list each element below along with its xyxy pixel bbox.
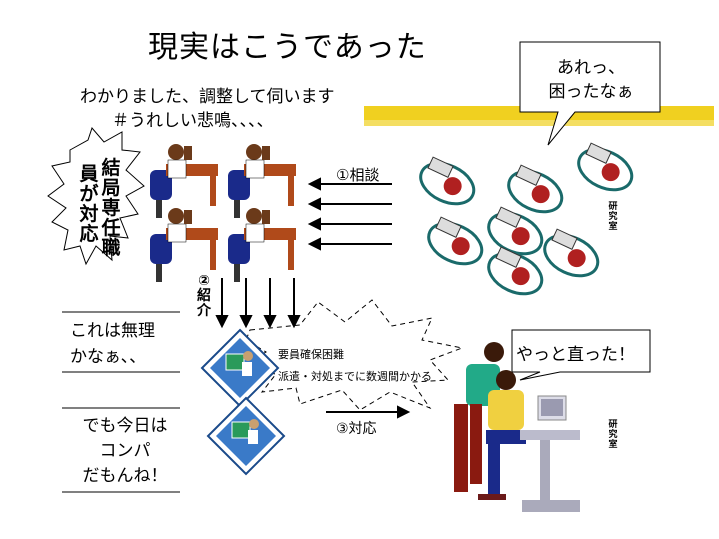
- subtitle-line-1: わかりました、調整して伺います: [80, 87, 335, 107]
- arrow-label-response: ③対応: [336, 421, 377, 437]
- burst-center-line2: 派遣・対処までに数週間かかる: [278, 370, 432, 383]
- note-left-2: でも今日は コンパ だもんね！: [70, 414, 180, 489]
- arrow-label-referral: ②紹介: [197, 273, 211, 319]
- highlight-bar: [364, 118, 714, 126]
- staff-worker: [150, 144, 218, 218]
- staff-worker: [228, 208, 296, 282]
- computer-user-icon: [200, 328, 280, 408]
- note-left-1: これは無理 かなぁ、、: [70, 318, 155, 370]
- lab-researcher: [487, 246, 544, 296]
- response-arrow: [326, 405, 411, 419]
- arrow-label-consult: ①相談: [336, 166, 380, 184]
- lab-researcher: [419, 156, 476, 206]
- center-burst-shape: [238, 299, 464, 411]
- burst-center-line1: 要員確保困難: [278, 348, 344, 361]
- note-left-1-line2: かなぁ、、: [70, 347, 147, 367]
- lab-researcher: [577, 142, 634, 192]
- left-burst-shape: [47, 127, 145, 266]
- callout-top-right-line2: 困ったなぁ: [548, 82, 634, 102]
- subtitle-line-2: ＃うれしい悲鳴、、、、: [112, 111, 274, 131]
- lab-researcher: [543, 228, 600, 278]
- lab-label-top: 研究室: [608, 202, 618, 232]
- staff-worker: [228, 144, 296, 218]
- lab-researcher: [427, 216, 484, 266]
- computer-user-icon: [206, 396, 286, 476]
- lab-label-bottom: 研究室: [608, 420, 618, 450]
- note-left-2-line2: コンパ: [99, 441, 151, 461]
- technician-and-user-illustration: [454, 342, 580, 512]
- callout-top-right-line1: あれっ、: [557, 58, 625, 78]
- callout-top-right-shape: [519, 41, 661, 146]
- staff-worker: [150, 208, 218, 282]
- callout-fixed-shape: [511, 329, 651, 381]
- lab-researcher: [487, 206, 544, 256]
- left-burst-col-2: 結局専任職: [101, 157, 121, 259]
- note-left-2-line1: でも今日は: [82, 416, 168, 436]
- page-title: 現実はこうであった: [148, 30, 427, 65]
- note-left-1-line1: これは無理: [70, 321, 155, 341]
- callout-top-right: あれっ、 困ったなぁ: [526, 56, 656, 104]
- note-left-2-line3: だもんね！: [82, 466, 168, 486]
- referral-arrows: [215, 278, 301, 329]
- lab-researcher: [507, 164, 564, 214]
- callout-fixed: やっと直った！: [516, 345, 635, 365]
- consult-arrows: [307, 177, 392, 251]
- left-burst-col-1: 員が対応: [79, 163, 99, 245]
